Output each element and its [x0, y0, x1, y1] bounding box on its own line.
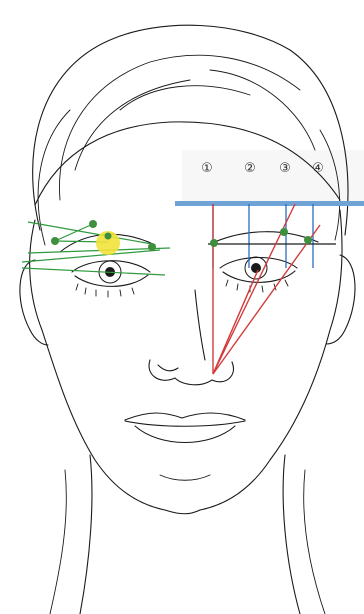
green-guide-lines: [22, 222, 170, 275]
marker-label-2: ②: [244, 161, 256, 176]
face-contour-left: [30, 220, 165, 510]
red-guide-lines: [213, 204, 320, 374]
lower-lip: [135, 426, 235, 443]
nostril-left: [158, 365, 178, 371]
chin-crease: [160, 475, 210, 480]
marker-label-1: ①: [201, 161, 213, 176]
eye-left: [72, 261, 150, 297]
upper-lip: [125, 413, 245, 420]
neck-line: [50, 470, 66, 614]
face-drawing: [20, 25, 355, 614]
eyebrow-right: [210, 232, 318, 244]
neck-left: [80, 455, 92, 614]
marker-2: ②: [243, 161, 257, 176]
marker-label-4: ④: [312, 161, 324, 176]
nose-bridge: [195, 290, 205, 360]
lip-line: [125, 421, 245, 426]
top-ruler-bar: [175, 201, 364, 206]
hair-strand: [75, 80, 190, 170]
marker-label-3: ③: [279, 161, 291, 176]
neck-right: [283, 455, 300, 614]
marker-1: ①: [200, 161, 214, 176]
marker-4: ④: [311, 161, 325, 176]
hair-strand: [210, 70, 315, 150]
marker-3: ③: [278, 161, 292, 176]
blue-vertical-guides: [213, 204, 313, 268]
chin: [165, 510, 200, 514]
neck-line: [304, 470, 325, 614]
hair-strand: [120, 86, 250, 110]
